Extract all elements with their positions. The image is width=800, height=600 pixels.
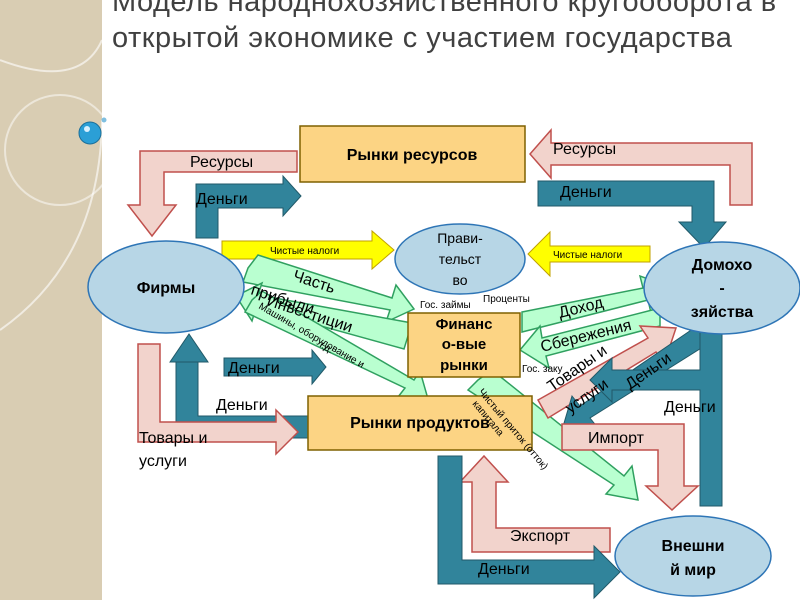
gov-loans-label: Гос. займы — [420, 300, 471, 311]
foreign-world-label-2: й мир — [670, 562, 716, 579]
gov-purchases-label: Гос. заку — [522, 364, 563, 375]
firms-label: Фирмы — [137, 280, 196, 297]
resources-left-label: Ресурсы — [190, 154, 253, 171]
financial-markets-label-1: Финанс — [436, 316, 493, 333]
financial-markets-label-3: рынки — [440, 357, 488, 374]
import-label: Импорт — [588, 430, 645, 447]
government-label-1: Прави- — [437, 230, 483, 246]
households-ellipse — [643, 241, 800, 335]
goods-services-left-label-2: услуги — [139, 453, 187, 470]
financial-markets-label-2: о-вые — [442, 336, 487, 353]
export-arrow — [458, 454, 611, 553]
money-firms-return-label: Деньги — [216, 397, 268, 414]
export-label: Экспорт — [510, 528, 571, 545]
firms-ellipse — [87, 240, 245, 334]
money-households-down-arrow — [589, 325, 723, 507]
resource-markets-box — [299, 125, 526, 183]
income-label: Доход — [557, 294, 606, 322]
foreign-world-ellipse — [614, 515, 772, 597]
money-bottom-label: Деньги — [478, 561, 530, 578]
net-taxes-right-label: Чистые налоги — [553, 250, 622, 261]
financial-markets-box — [407, 312, 521, 378]
net-taxes-firms-arrow — [221, 229, 395, 271]
foreign-world-label-1: Внешни — [662, 538, 725, 555]
slide-title: Модель народнохозяйственного кругооборот… — [112, 0, 777, 54]
government-label-3: во — [452, 272, 467, 288]
government-label-2: тельст — [439, 251, 482, 267]
interest-label: Проценты — [483, 294, 530, 305]
savings-arrow — [518, 307, 661, 370]
money-firms-to-products-arrow — [223, 348, 327, 386]
households-label-3: зяйства — [691, 304, 753, 321]
money-households-right-label: Деньги — [664, 399, 716, 416]
goods-services-firms-arrow — [137, 343, 300, 456]
net-taxes-households-arrow — [527, 230, 651, 278]
households-label-1: Домохо — [692, 257, 753, 274]
money-firms-products-label: Деньги — [228, 360, 280, 377]
resources-to-firms-arrow — [126, 150, 298, 238]
decorative-swirl — [0, 39, 116, 331]
money-right-label: Деньги — [560, 184, 612, 201]
product-markets-label: Рынки продуктов — [350, 415, 490, 432]
goods-services-left-label-1: Товары и — [139, 430, 207, 447]
profit-share-arrow — [241, 254, 416, 324]
import-arrow — [561, 423, 700, 512]
net-taxes-left-label: Чистые налоги — [270, 246, 339, 257]
money-firms-to-resources-arrow — [195, 174, 302, 239]
money-resources-to-households-arrow — [537, 180, 728, 249]
households-label-2: - — [719, 280, 724, 297]
government-ellipse — [394, 223, 526, 295]
resource-markets-label: Рынки ресурсов — [347, 147, 478, 164]
resources-households-arrow — [529, 128, 753, 206]
money-products-to-firms-arrowhead — [169, 333, 209, 363]
product-markets-box — [307, 395, 533, 451]
money-bottom-arrow — [437, 455, 621, 600]
money-left-label: Деньги — [196, 191, 248, 208]
resources-right-label: Ресурсы — [553, 141, 616, 158]
